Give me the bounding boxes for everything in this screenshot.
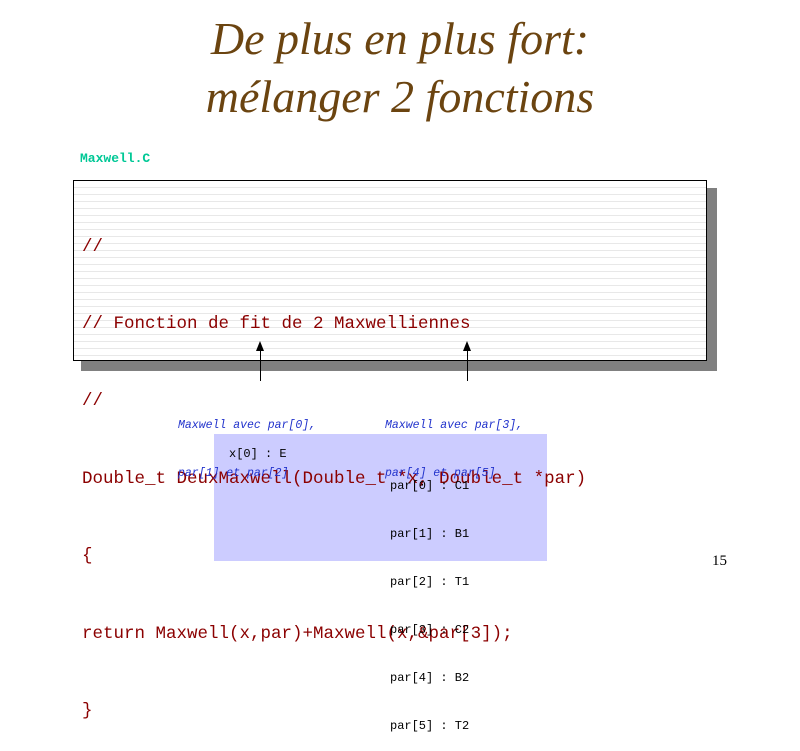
code-line: // <box>82 236 104 257</box>
annotation-line: par[4] et par[5] <box>385 467 496 480</box>
parameter-list: par[0] : C1 par[1] : B1 par[2] : T1 par[… <box>390 446 469 750</box>
code-box <box>73 180 707 361</box>
title-line-1: De plus en plus fort: <box>210 13 590 64</box>
parameter-item: par[3] : C2 <box>390 623 470 637</box>
parameter-item: par[4] : B2 <box>390 671 470 685</box>
code-line: { <box>82 546 93 567</box>
code-line: // Fonction de fit de 2 Maxwelliennes <box>82 313 471 334</box>
parameter-item: par[5] : T2 <box>390 719 470 733</box>
annotation-line: Maxwell avec par[0], <box>178 419 317 432</box>
parameter-item: par[1] : B1 <box>390 527 470 541</box>
parameter-box <box>214 434 547 561</box>
x-variable: x[0] : E <box>229 447 287 461</box>
arrow-line-2 <box>467 350 468 381</box>
annotation-line: Maxwell avec par[3], <box>385 419 524 432</box>
file-name: Maxwell.C <box>80 151 151 166</box>
title-line-2: mélanger 2 fonctions <box>205 71 595 122</box>
arrow-head-2 <box>463 341 471 351</box>
annotation-second-maxwell: Maxwell avec par[3], par[4] et par[5] <box>385 386 523 498</box>
page-number: 15 <box>712 553 727 569</box>
parameter-item: par[2] : T1 <box>390 575 470 589</box>
parameter-item: par[0] : C1 <box>390 479 470 493</box>
annotation-first-maxwell: Maxwell avec par[0], par[1] et par[2] <box>178 386 316 498</box>
arrow-head-1 <box>256 341 264 351</box>
code-line: // <box>82 391 104 412</box>
annotation-line: par[1] et par[2] <box>178 467 289 480</box>
code-line: Double_t DeuxMaxwell(Double_t *x, Double… <box>82 468 587 489</box>
arrow-line-1 <box>260 350 261 381</box>
code-block: // // Fonction de fit de 2 Maxwelliennes… <box>82 183 586 751</box>
slide-title: De plus en plus fort: mélanger 2 fonctio… <box>0 10 800 126</box>
code-line: } <box>82 700 93 721</box>
